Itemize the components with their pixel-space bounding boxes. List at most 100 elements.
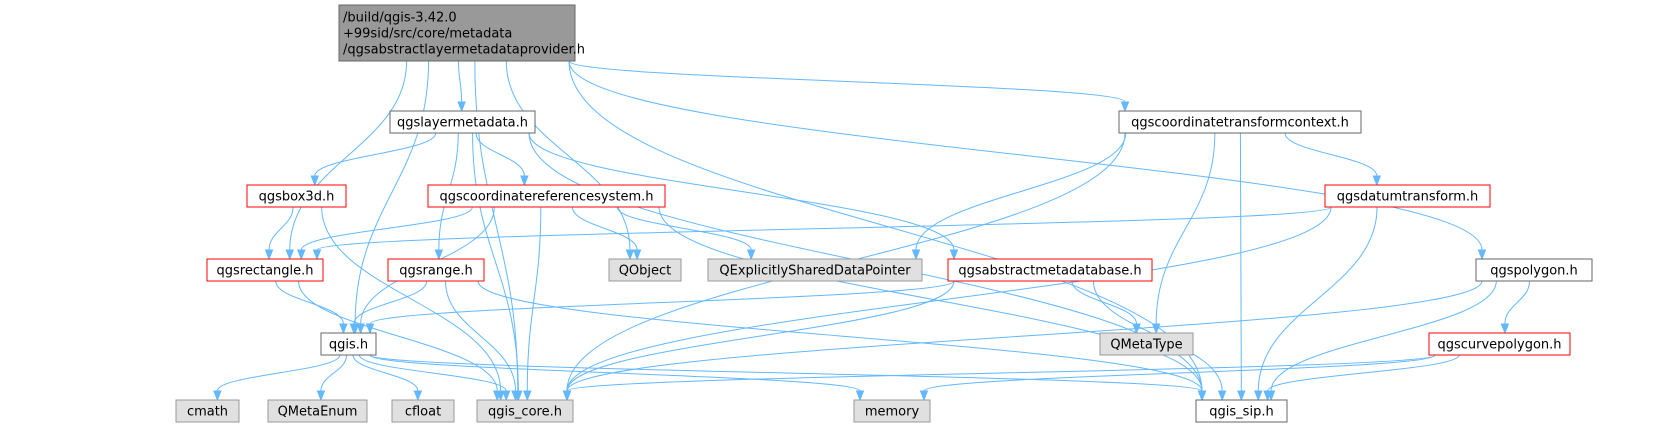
edge-root-to-qobject: [505, 60, 631, 251]
edge-qgis-to-qmetaenum: [320, 354, 348, 392]
node-coordtransformctx[interactable]: qgscoordinatetransformcontext.h: [1118, 110, 1362, 134]
edge-coordtransformctx-to-qexplicit: [915, 132, 1127, 251]
node-qobject[interactable]: QObject: [608, 258, 682, 282]
node-root[interactable]: /build/qgis-3.42.0+99sid/src/core/metada…: [338, 4, 585, 62]
arrowhead-qgis-to-qgiscore: [501, 390, 511, 402]
node-box-polygon: [1475, 258, 1593, 282]
node-qgiscore[interactable]: qgis_core.h: [476, 399, 574, 423]
node-label-qgiscore-0: qgis_core.h: [488, 405, 562, 420]
node-rectangle[interactable]: qgsrectangle.h: [206, 258, 324, 282]
arrowhead-root-to-coordtransformctx: [1120, 101, 1130, 113]
node-box-memory: [853, 399, 931, 423]
edge-root-to-coordtransformctx: [568, 60, 1126, 103]
arrowhead-abstractmetadatabase-to-qgis: [365, 323, 375, 335]
edge-range-to-qgis: [353, 280, 428, 325]
edge-datumtransform-to-rectangle: [316, 206, 1332, 251]
arrowhead-qgis-to-qgissip: [1197, 390, 1207, 402]
arrowhead-range-to-qgiscore: [511, 390, 520, 402]
node-crs[interactable]: qgscoordinatereferencesystem.h: [427, 184, 666, 208]
node-box-curvepolygon: [1428, 332, 1571, 356]
node-cmath[interactable]: cmath: [175, 399, 240, 423]
arrowhead-layermetadata-to-crs: [520, 175, 529, 187]
arrowhead-rectangle-to-qgiscore: [493, 390, 502, 402]
node-qmetaenum[interactable]: QMetaEnum: [267, 399, 368, 423]
node-box-datumtransform: [1324, 184, 1491, 208]
node-label-datumtransform-0: qgsdatumtransform.h: [1337, 190, 1479, 205]
edge-range-to-qgissip: [477, 280, 1203, 392]
edge-rectangle-to-qgis: [275, 280, 344, 325]
edge-root-to-layermetadata: [457, 60, 463, 103]
edge-polygon-to-qgissip: [1270, 280, 1497, 392]
node-label-curvepolygon-0: qgscurvepolygon.h: [1437, 338, 1561, 353]
edge-root-to-rectangle: [289, 60, 408, 251]
node-label-coordtransformctx-0: qgscoordinatetransformcontext.h: [1131, 116, 1349, 131]
node-box-qobject: [608, 258, 682, 282]
node-box-qgiscore: [476, 399, 574, 423]
node-polygon[interactable]: qgspolygon.h: [1475, 258, 1593, 282]
arrowhead-qgis-to-memory: [855, 390, 865, 402]
edge-datumtransform-to-qgiscore: [566, 206, 1332, 392]
node-box-qmetaenum: [267, 399, 368, 423]
node-label-rectangle-0: qgsrectangle.h: [216, 264, 313, 279]
node-label-range-0: qgsrange.h: [399, 264, 472, 279]
arrowhead-layermetadata-to-box3d: [310, 175, 319, 187]
node-box-crs: [427, 184, 666, 208]
arrowhead-coordtransformctx-to-qexplicit: [911, 249, 921, 261]
node-label-qmetaenum-0: QMetaEnum: [278, 405, 358, 420]
edge-polygon-to-qgiscore: [566, 280, 1483, 392]
node-label-qgis-0: qgis.h: [329, 338, 368, 353]
edge-polygon-to-curvepolygon: [1504, 280, 1531, 325]
edge-range-to-qgiscore: [444, 280, 517, 392]
edge-layermetadata-to-qgiscore: [472, 132, 519, 392]
edge-qgis-to-memory: [369, 354, 861, 392]
edge-qgis-to-qgiscore: [358, 354, 507, 392]
node-qmetatype[interactable]: QMetaType: [1099, 332, 1194, 356]
node-label-memory-0: memory: [865, 405, 920, 420]
arrowhead-root-to-qobject: [625, 249, 635, 261]
arrowhead-crs-to-rectangle: [297, 249, 306, 261]
node-qexplicit[interactable]: QExplicitlySharedDataPointer: [707, 258, 923, 282]
node-box-qmetatype: [1099, 332, 1194, 356]
node-box-rectangle: [206, 258, 324, 282]
node-qgis[interactable]: qgis.h: [320, 332, 377, 356]
arrowhead-root-to-layermetadata: [457, 101, 466, 113]
edge-crs-to-qobject: [571, 206, 638, 251]
node-memory[interactable]: memory: [853, 399, 931, 423]
edge-crs-to-qgiscore: [526, 206, 542, 392]
node-label-qexplicit-0: QExplicitlySharedDataPointer: [719, 264, 911, 279]
node-box-cmath: [175, 399, 240, 423]
edge-root-to-qgis: [354, 60, 430, 325]
node-cfloat[interactable]: cfloat: [391, 399, 455, 423]
node-datumtransform[interactable]: qgsdatumtransform.h: [1324, 184, 1491, 208]
node-range[interactable]: qgsrange.h: [387, 258, 485, 282]
edge-crs-to-rectangle: [300, 206, 473, 251]
node-label-qobject-0: QObject: [619, 264, 672, 279]
node-box-coordtransformctx: [1118, 110, 1362, 134]
node-label-cmath-0: cmath: [187, 405, 228, 420]
edges-layer: [213, 60, 1531, 402]
arrowhead-rectangle-to-qgis: [339, 323, 348, 335]
arrowhead-qgis-to-cmath: [213, 390, 222, 402]
node-box3d[interactable]: qgsbox3d.h: [246, 184, 347, 208]
edge-curvepolygon-to-qgissip: [1267, 354, 1460, 392]
node-qgissip[interactable]: qgis_sip.h: [1195, 399, 1288, 423]
node-box-cfloat: [391, 399, 455, 423]
node-curvepolygon[interactable]: qgscurvepolygon.h: [1428, 332, 1571, 356]
nodes-layer: /build/qgis-3.42.0+99sid/src/core/metada…: [175, 4, 1593, 423]
arrowhead-polygon-to-curvepolygon: [1500, 323, 1510, 335]
node-box-qgissip: [1195, 399, 1288, 423]
node-box-root: [338, 4, 576, 62]
node-abstractmetadatabase[interactable]: qgsabstractmetadatabase.h: [947, 258, 1153, 282]
node-box-qgis: [320, 332, 377, 356]
edge-datumtransform-to-qgissip: [1257, 206, 1378, 392]
edge-rectangle-to-qgiscore: [298, 280, 498, 392]
arrowhead-layermetadata-to-range: [434, 249, 444, 261]
arrowhead-crs-to-qgiscore: [523, 390, 532, 402]
edge-qgis-to-cmath: [216, 354, 341, 392]
node-layermetadata[interactable]: qgslayermetadata.h: [389, 110, 536, 134]
edge-box3d-to-rectangle: [268, 206, 294, 251]
edge-box3d-to-qgiscore: [321, 206, 502, 392]
edge-crs-to-qexplicit: [616, 206, 752, 251]
arrowhead-curvepolygon-to-memory: [919, 390, 929, 402]
node-label-polygon-0: qgspolygon.h: [1490, 264, 1578, 279]
